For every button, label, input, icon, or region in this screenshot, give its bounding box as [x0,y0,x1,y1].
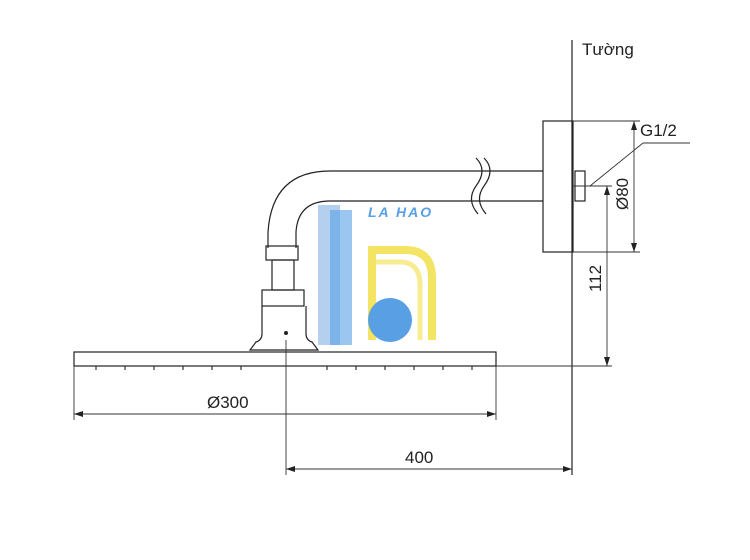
arm-collar [265,245,299,261]
shower-arm-inner [295,200,543,248]
wall-flange [542,120,574,253]
drop-arrow-bottom [604,357,610,366]
nozzle-row [95,366,473,370]
flange-arrow-top [631,121,637,130]
drop-arrow-top [604,186,610,195]
arm-length-label: 400 [405,448,433,467]
logo-blue-bar-dark [330,210,352,345]
arm-arrow-left [286,466,295,472]
flange-arrow-bottom [631,243,637,252]
arm-arrow-right [563,466,572,472]
logo-blue-dot [368,298,412,342]
logo-yellow-arches [368,246,436,340]
shower-head-plate [73,351,497,367]
arm-break-symbol-2 [478,157,491,215]
arm-break-symbol [470,157,483,215]
watermark-logo: LA HAO [318,204,436,345]
swivel-bell [248,306,320,351]
logo-text: LA HAO [368,204,433,220]
head-diameter-label: Ø300 [207,393,249,412]
head-arrow-right [487,411,496,417]
shower-arm-outer [267,170,543,248]
swivel-screw [284,331,288,335]
wall-label: Tường [582,40,634,59]
drop-height-label: 112 [586,265,605,292]
flange-diameter-label: Ø80 [613,178,632,210]
head-arrow-left [74,411,83,417]
swivel-nut [271,259,295,291]
thread-label: G1/2 [640,121,677,140]
swivel-body [261,289,305,307]
